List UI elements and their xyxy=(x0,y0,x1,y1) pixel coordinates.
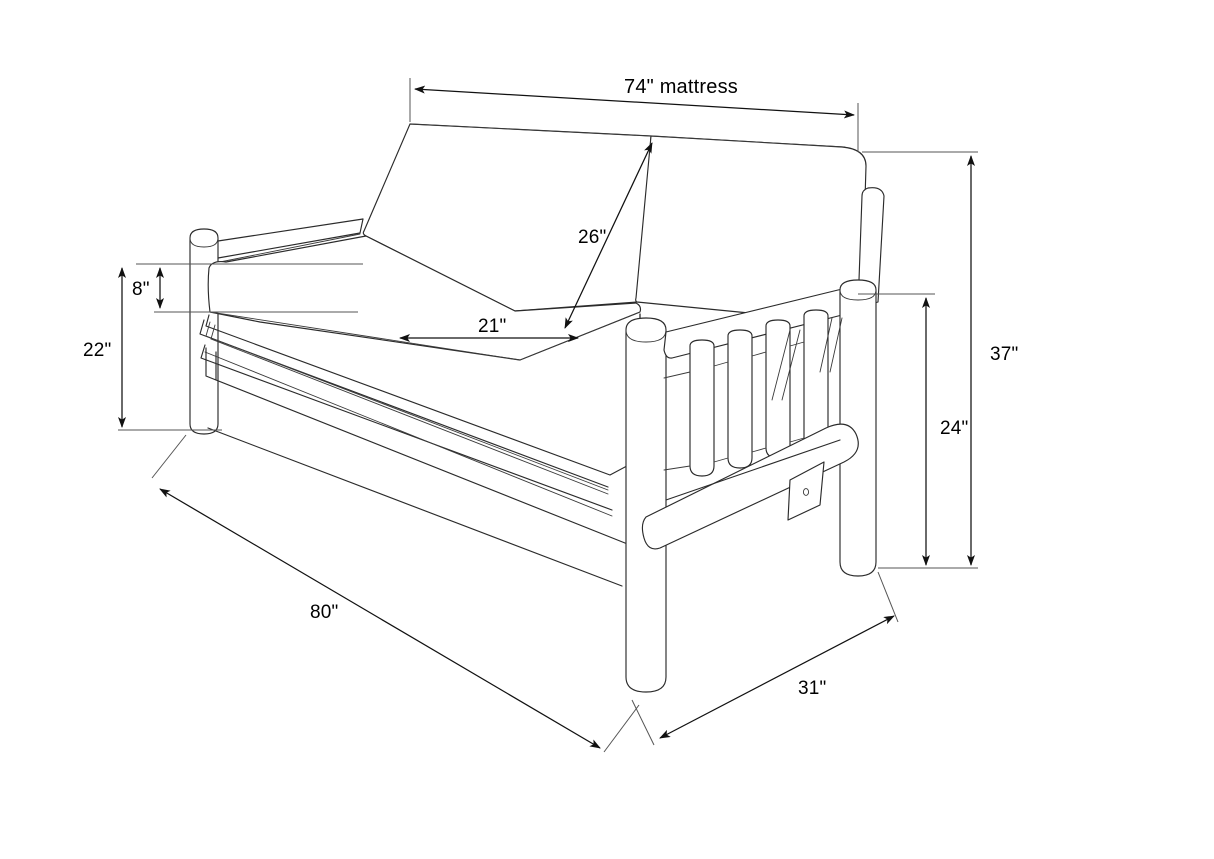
dimension-label-backrest-height: 26" xyxy=(578,227,606,248)
front-frame-rail xyxy=(199,319,613,517)
dimension-seat-depth: 21" xyxy=(399,316,579,342)
dimension-label-arm-above-seat: 8" xyxy=(132,279,150,300)
futon-sofa-illustration xyxy=(189,123,885,693)
backrest-top-seam xyxy=(409,123,846,148)
left-arm-rail xyxy=(217,218,364,259)
dimension-label-arm-height: 24" xyxy=(940,418,968,439)
dimension-backrest-height: 26" xyxy=(564,142,653,329)
dimension-label-overall-depth: 31" xyxy=(798,678,826,699)
right-arm-rear-post xyxy=(839,279,877,577)
backrest-cushion-right xyxy=(635,135,867,319)
left-arm-post xyxy=(189,228,219,435)
dimension-overall-depth: 31" xyxy=(631,571,899,746)
rail-mounting-plate xyxy=(787,461,825,521)
dimension-arm-above-seat: 8" xyxy=(132,263,363,313)
dimension-arm-height: 24" xyxy=(858,293,968,566)
dimension-mattress-width: 74" mattress xyxy=(409,76,859,152)
dimension-overall-height: 37" xyxy=(862,151,1018,569)
dimension-seat-height: 22" xyxy=(83,267,222,431)
rear-frame-edge xyxy=(665,439,841,501)
dimension-label-seat-height: 22" xyxy=(83,340,111,361)
dimension-label-seat-depth: 21" xyxy=(478,316,506,337)
dimension-overall-length: 80" xyxy=(151,434,640,753)
dimension-label-overall-height: 37" xyxy=(990,344,1018,365)
dimension-label-mattress-width: 74" mattress xyxy=(624,76,738,98)
right-side-diagonal-brace xyxy=(771,317,843,401)
left-rail-bracket xyxy=(205,347,217,381)
right-arm-bottom-rail xyxy=(641,423,859,550)
right-arm-cross-rails xyxy=(663,341,805,471)
dimension-label-overall-length: 80" xyxy=(310,602,338,623)
center-front-leg xyxy=(625,317,667,693)
